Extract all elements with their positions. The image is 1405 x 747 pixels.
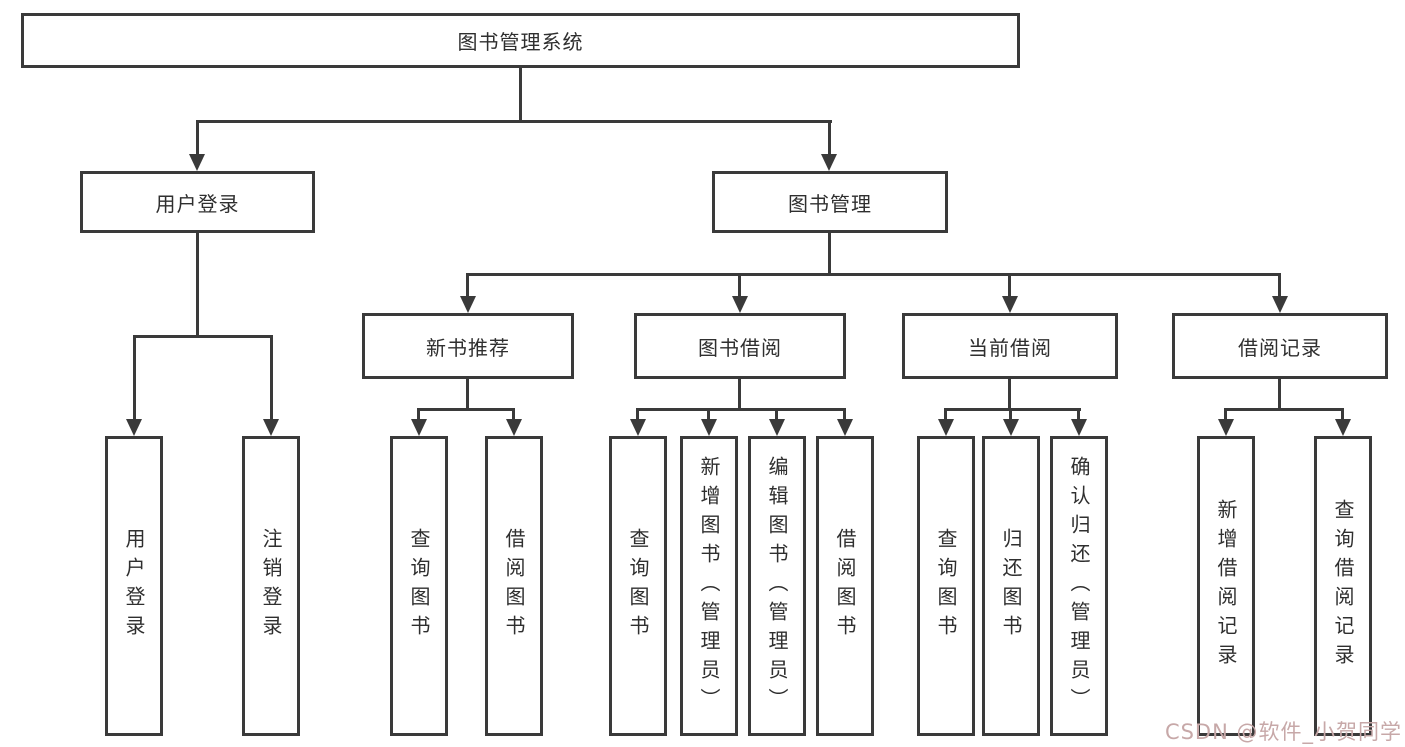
leaf-query-books-recommend: 查询图书 [390, 436, 448, 736]
arrowhead [732, 296, 748, 313]
leaf-query-books-borrow: 查询图书 [609, 436, 667, 736]
connector-line [1008, 273, 1011, 298]
arrowhead [1071, 419, 1087, 436]
node-book-management: 图书管理 [712, 171, 948, 233]
node-book-borrow: 图书借阅 [634, 313, 846, 379]
connector-line [1077, 408, 1080, 422]
arrowhead [701, 419, 717, 436]
connector-line [196, 120, 199, 156]
connector-line [944, 408, 1081, 411]
leaf-borrow-books-recommend: 借阅图书 [485, 436, 543, 736]
leaf-add-book-admin: 新增图书（管理员） [680, 436, 738, 736]
connector-line [843, 408, 846, 422]
arrowhead [630, 419, 646, 436]
connector-line [828, 120, 831, 156]
connector-line [417, 408, 420, 422]
node-book-management-label: 图书管理 [788, 191, 872, 216]
connector-line [466, 273, 1281, 276]
connector-line [1009, 408, 1012, 422]
connector-line [1224, 408, 1344, 411]
arrowhead [1272, 296, 1288, 313]
arrowhead [506, 419, 522, 436]
leaf-return-books-label: 归还图书 [999, 528, 1023, 644]
connector-line [775, 408, 778, 422]
leaf-return-books: 归还图书 [982, 436, 1040, 736]
leaf-user-login-label: 用户登录 [122, 528, 146, 644]
leaf-edit-book-admin-label: 编辑图书（管理员） [765, 455, 789, 717]
node-book-borrow-label: 图书借阅 [698, 335, 782, 360]
node-borrow-record-label: 借阅记录 [1238, 335, 1322, 360]
arrowhead [769, 419, 785, 436]
arrowhead [837, 419, 853, 436]
connector-line [466, 379, 469, 408]
arrowhead [821, 154, 837, 171]
arrowhead [1335, 419, 1351, 436]
connector-line [196, 233, 199, 335]
connector-line [944, 408, 947, 422]
node-root: 图书管理系统 [21, 13, 1020, 68]
connector-line [417, 408, 515, 411]
arrowhead [1218, 419, 1234, 436]
connector-line [133, 335, 273, 338]
leaf-user-login: 用户登录 [105, 436, 163, 736]
leaf-confirm-return-admin: 确认归还（管理员） [1050, 436, 1108, 736]
leaf-borrow-books-label: 借阅图书 [833, 528, 857, 644]
leaf-borrow-books: 借阅图书 [816, 436, 874, 736]
node-root-label: 图书管理系统 [457, 30, 584, 54]
arrowhead [938, 419, 954, 436]
connector-line [828, 233, 831, 273]
connector-line [738, 379, 741, 408]
arrowhead [411, 419, 427, 436]
connector-line [1278, 273, 1281, 298]
leaf-logout: 注销登录 [242, 436, 300, 736]
connector-line [636, 408, 846, 411]
node-borrow-record: 借阅记录 [1172, 313, 1388, 379]
arrowhead [1002, 296, 1018, 313]
leaf-query-borrow-record-label: 查询借阅记录 [1331, 499, 1355, 673]
connector-line [519, 68, 522, 122]
connector-line [1008, 379, 1011, 408]
connector-line [466, 273, 469, 298]
leaf-confirm-return-admin-label: 确认归还（管理员） [1067, 455, 1091, 717]
connector-line [738, 273, 741, 298]
connector-line [270, 335, 273, 421]
connector-line [196, 120, 832, 123]
leaf-add-borrow-record: 新增借阅记录 [1197, 436, 1255, 736]
leaf-query-books-borrow-label: 查询图书 [626, 528, 650, 644]
leaf-query-books-current: 查询图书 [917, 436, 975, 736]
leaf-query-borrow-record: 查询借阅记录 [1314, 436, 1372, 736]
arrowhead [1003, 419, 1019, 436]
leaf-query-books-current-label: 查询图书 [934, 528, 958, 644]
connector-line [1341, 408, 1344, 422]
connector-line [1224, 408, 1227, 422]
connector-line [707, 408, 710, 422]
leaf-add-borrow-record-label: 新增借阅记录 [1214, 499, 1238, 673]
connector-line [512, 408, 515, 422]
csdn-watermark: CSDN @软件_小贺同学 [1164, 720, 1402, 744]
connector-line [133, 335, 136, 421]
leaf-query-books-recommend-label: 查询图书 [407, 528, 431, 644]
leaf-edit-book-admin: 编辑图书（管理员） [748, 436, 806, 736]
leaf-add-book-admin-label: 新增图书（管理员） [697, 455, 721, 717]
arrowhead [189, 154, 205, 171]
node-current-borrow-label: 当前借阅 [968, 335, 1052, 360]
node-new-book-recommend-label: 新书推荐 [426, 335, 510, 360]
node-user-login: 用户登录 [80, 171, 315, 233]
node-user-login-label: 用户登录 [155, 191, 240, 216]
leaf-logout-label: 注销登录 [259, 528, 283, 644]
node-new-book-recommend: 新书推荐 [362, 313, 574, 379]
connector-line [636, 408, 639, 422]
arrowhead [460, 296, 476, 313]
arrowhead [126, 419, 142, 436]
node-current-borrow: 当前借阅 [902, 313, 1118, 379]
connector-line [1278, 379, 1281, 408]
arrowhead [263, 419, 279, 436]
leaf-borrow-books-recommend-label: 借阅图书 [502, 528, 526, 644]
